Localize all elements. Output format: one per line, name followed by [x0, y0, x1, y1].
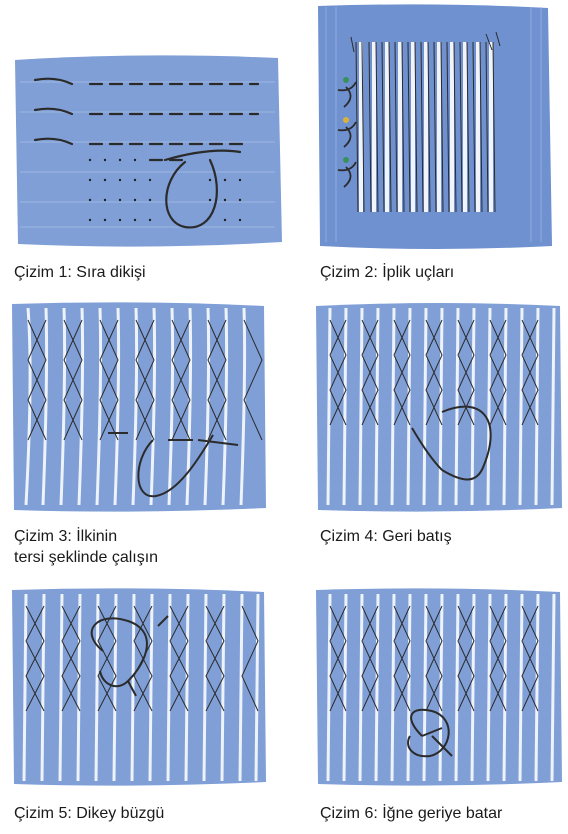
- figure-5-caption: Çizim 5: Dikey büzgü: [14, 803, 164, 824]
- figure-6-needle-back: [312, 586, 566, 788]
- figure-1-caption: Çizim 1: Sıra dikişi: [14, 262, 146, 283]
- figure-2-thread-ends: [316, 2, 556, 252]
- figure-3-caption: Çizim 3: İlkinin tersi şeklinde çalışın: [14, 526, 158, 568]
- figure-6-caption-line-1: Çizim 6: İğne geriye batar: [320, 803, 502, 824]
- figure-2-caption: Çizim 2: İplik uçları: [320, 262, 454, 283]
- figure-3-caption-line-1: Çizim 3: İlkinin: [14, 526, 158, 547]
- figure-3-reverse-work: [8, 300, 270, 515]
- figure-6-caption: Çizim 6: İğne geriye batar: [320, 803, 502, 824]
- figure-4-caption: Çizim 4: Geri batış: [320, 526, 452, 547]
- figure-3-caption-line-2: tersi şeklinde çalışın: [14, 547, 158, 568]
- figure-2-caption-line-1: Çizim 2: İplik uçları: [320, 262, 454, 283]
- figure-1-running-stitch: [10, 52, 285, 252]
- figure-5-caption-line-1: Çizim 5: Dikey büzgü: [14, 803, 164, 824]
- figure-4-back-stitch: [312, 300, 566, 515]
- figure-1-caption-line-1: Çizim 1: Sıra dikişi: [14, 262, 146, 283]
- figure-4-caption-line-1: Çizim 4: Geri batış: [320, 526, 452, 547]
- figure-5-vertical-smocking: [8, 586, 270, 788]
